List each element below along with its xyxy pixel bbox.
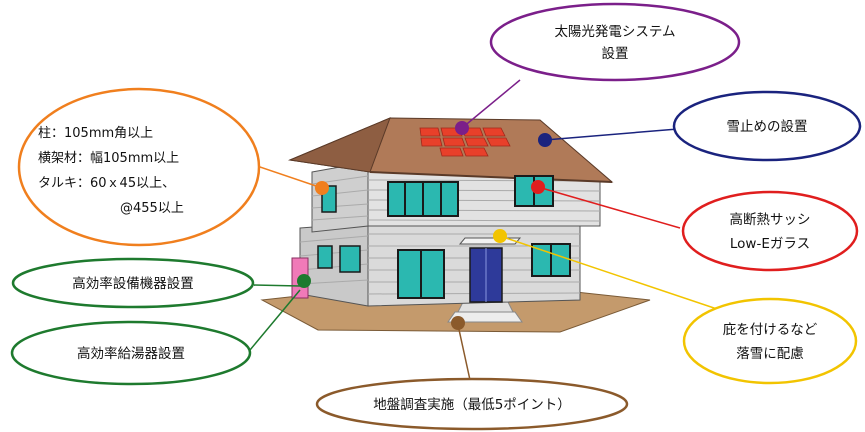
- upper-floor-side-wall: [311, 161, 369, 233]
- callout-water-heater-line1: 高効率給湯器設置: [77, 345, 185, 362]
- entrance-canopy: [458, 237, 522, 245]
- pointer-dots: [297, 121, 552, 330]
- callout-structure-line1: 柱：105mm角以上: [38, 126, 153, 141]
- callout-eaves: 庇を付けるなど 落雪に配慮: [682, 297, 858, 385]
- callout-solar-line2: 設置: [602, 46, 629, 62]
- house-illustration: [260, 117, 651, 333]
- callout-equipment-line1: 高効率設備機器設置: [72, 275, 194, 292]
- callout-sash-line1: 高断熱サッシ: [730, 211, 811, 228]
- roof-side: [288, 117, 391, 173]
- upper-windows: [321, 175, 554, 217]
- callout-ground-line1: 地盤調査実施（最低5ポイント）: [373, 397, 571, 413]
- callout-structure-line3: タルキ：60ｘ45以上、: [38, 176, 175, 191]
- callout-structure-line2: 横架材：幅105mm以上: [38, 151, 179, 166]
- callout-eaves-line1: 庇を付けるなど: [723, 322, 818, 338]
- callout-snow-stop-line1: 雪止めの設置: [727, 119, 808, 135]
- leader-lines: [249, 79, 721, 381]
- callout-sash: 高断熱サッシ Low-Eガラス: [681, 190, 859, 272]
- callout-water-heater: 高効率給湯器設置: [10, 320, 252, 386]
- callout-eaves-line2: 落雪に配慮: [736, 346, 804, 362]
- callout-sash-line2: Low-Eガラス: [730, 236, 810, 252]
- callout-equipment: 高効率設備機器設置: [11, 257, 255, 309]
- callout-solar-line1: 太陽光発電システム: [554, 24, 675, 40]
- callout-snow-stop: 雪止めの設置: [672, 90, 862, 162]
- callout-structure-line4: @455以上: [120, 201, 184, 216]
- callout-structure: 柱：105mm角以上 横架材：幅105mm以上 タルキ：60ｘ45以上、 @45…: [17, 87, 261, 247]
- callout-solar: 太陽光発電システム 設置: [489, 2, 741, 82]
- callout-ground-survey: 地盤調査実施（最低5ポイント）: [315, 377, 629, 431]
